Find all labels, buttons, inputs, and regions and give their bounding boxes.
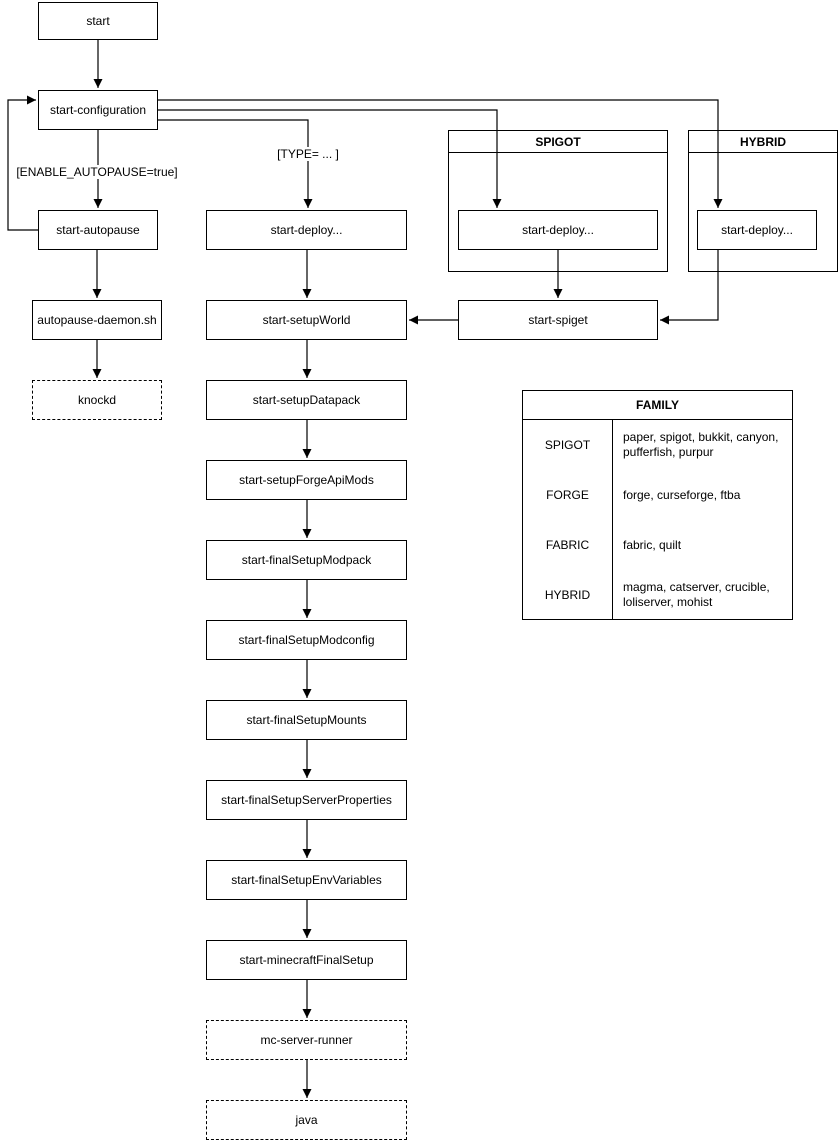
node-java: java [206,1100,407,1140]
family-row-value: magma, catserver, crucible, loliserver, … [623,580,770,609]
node-start-finalsetupmodconfig: start-finalSetupModconfig [206,620,407,660]
node-start-setupworld: start-setupWorld [206,300,407,340]
family-row-key: FABRIC [523,520,613,570]
node-start-setupforgeapimods: start-setupForgeApiMods [206,460,407,500]
node-start-configuration: start-configuration [38,90,158,130]
edge-configuration-to-deploy [158,119,313,208]
node-mc-server-runner: mc-server-runner [206,1020,407,1060]
node-start: start [38,2,158,40]
family-table-body: SPIGOT paper, spigot, bukkit, canyon, pu… [523,420,792,620]
edge-label-enable-autopause: [ENABLE_AUTOPAUSE=true] [13,165,181,179]
node-start-finalsetupmodpack: start-finalSetupModpack [206,540,407,580]
family-row-value: paper, spigot, bukkit, canyon, pufferfis… [623,430,779,459]
family-table: FAMILY SPIGOT paper, spigot, bukkit, can… [522,390,793,620]
node-start-finalsetupserverproperties: start-finalSetupServerProperties [206,780,407,820]
family-row-key: SPIGOT [523,420,613,470]
spigot-group-title: SPIGOT [449,131,667,153]
edge-hybrid-deploy-to-spiget [660,250,719,325]
node-start-minecraftfinalsetup: start-minecraftFinalSetup [206,940,407,980]
edge-configuration-to-spigot-deploy [158,109,502,208]
family-row-value: fabric, quilt [623,537,682,552]
node-start-setupdatapack: start-setupDatapack [206,380,407,420]
family-row-value: forge, curseforge, ftba [623,487,741,502]
edge-autopause-loop-to-configuration [7,95,38,231]
family-row-key: FORGE [523,470,613,520]
edge-label-type: [TYPE= ... ] [274,147,342,161]
family-table-title: FAMILY [523,391,792,420]
hybrid-group: HYBRID [688,130,838,272]
node-knockd: knockd [32,380,162,420]
node-start-finalsetupenvvariables: start-finalSetupEnvVariables [206,860,407,900]
node-start-finalsetupmounts: start-finalSetupMounts [206,700,407,740]
node-start-spiget: start-spiget [458,300,658,340]
edge-configuration-to-hybrid-deploy [158,99,723,208]
spigot-group: SPIGOT [448,130,668,272]
node-autopause-daemon: autopause-daemon.sh [32,300,162,340]
node-spigot-start-deploy: start-deploy... [458,210,658,250]
family-row-key: HYBRID [523,570,613,620]
node-start-deploy: start-deploy... [206,210,407,250]
node-start-autopause: start-autopause [38,210,158,250]
hybrid-group-title: HYBRID [689,131,837,153]
node-hybrid-start-deploy: start-deploy... [697,210,817,250]
